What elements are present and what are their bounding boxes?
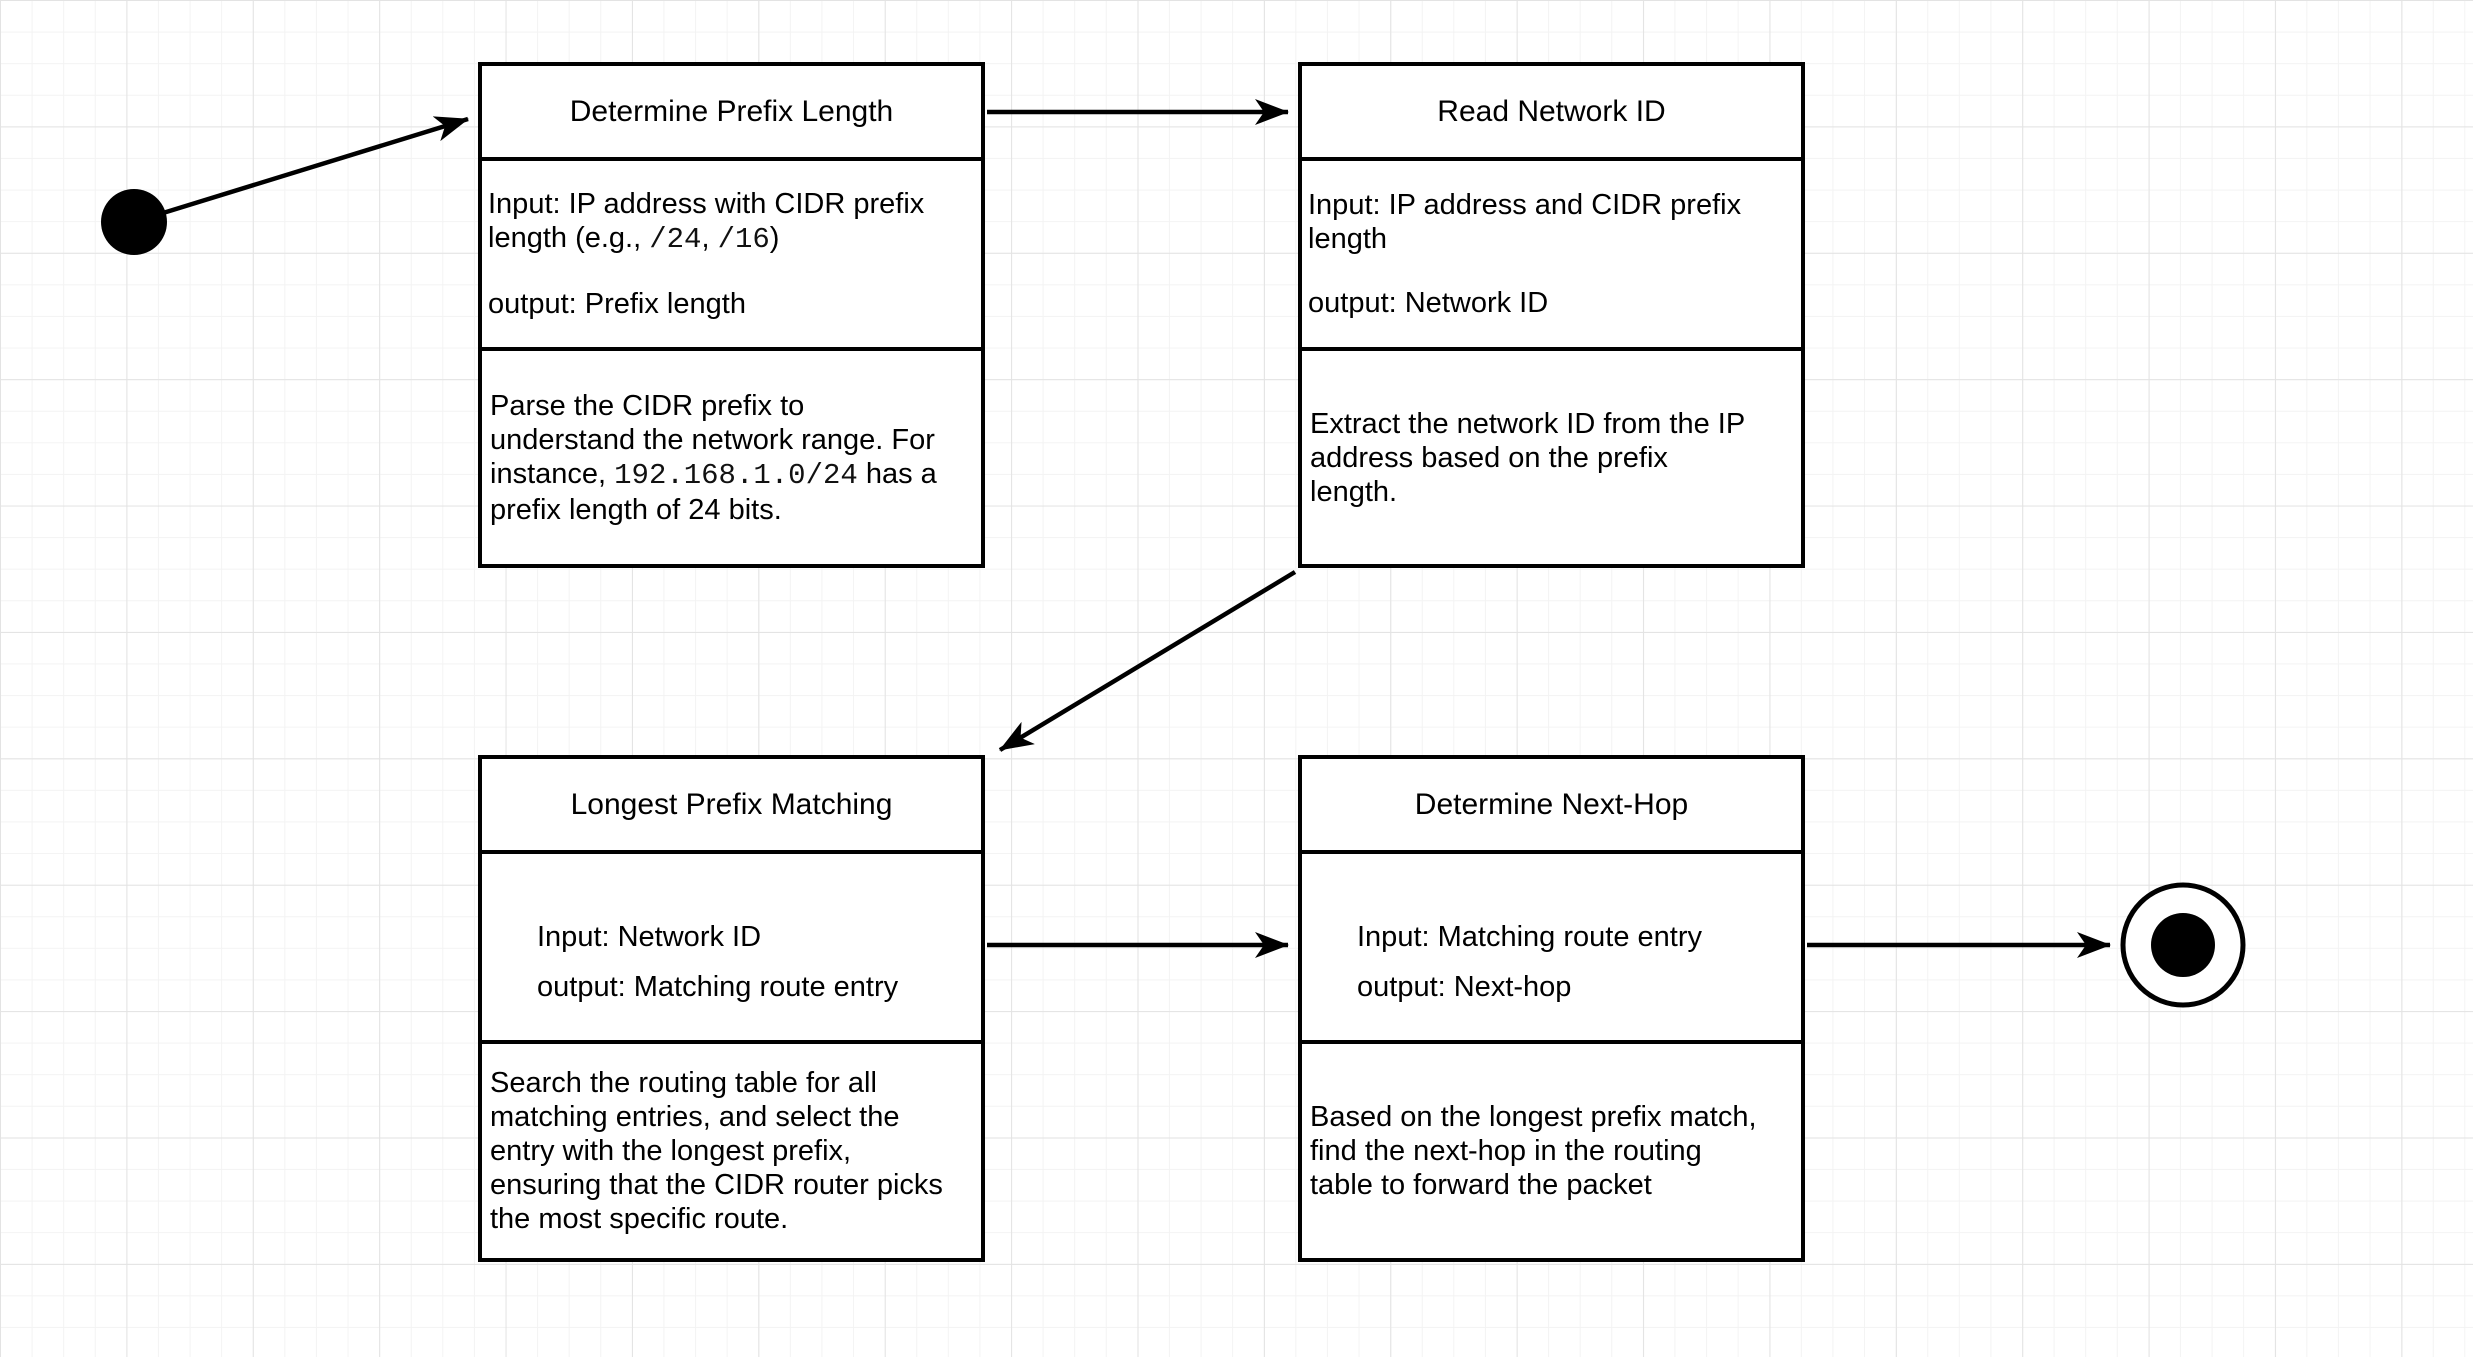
- box-io-section: Input: IP address with CIDR prefix lengt…: [482, 157, 981, 347]
- box-title-text: Read Network ID: [1437, 94, 1666, 128]
- box-io-section: Input: Network ID output: Matching route…: [482, 850, 981, 1040]
- box-io-section: Input: IP address and CIDR prefix length…: [1302, 157, 1801, 347]
- io-input-text: Input: IP address with CIDR prefix lengt…: [488, 188, 925, 254]
- box-description-section: Search the routing table for all matchin…: [482, 1040, 981, 1258]
- box-title: Determine Next-Hop: [1302, 759, 1801, 850]
- io-input-line: Input: IP address and CIDR prefix length: [1308, 189, 1742, 255]
- box-title-text: Longest Prefix Matching: [570, 787, 893, 821]
- description-segment: Parse the CIDR prefix to understand the …: [490, 389, 935, 490]
- activity-box-read-network-id[interactable]: Read Network ID Input: IP address and CI…: [1298, 62, 1805, 568]
- io-input-text: ): [769, 222, 780, 254]
- io-input-line: Input: Matching route entry: [1357, 921, 1702, 953]
- description-text: Search the routing table for all matchin…: [490, 1067, 943, 1235]
- io-input-mono: /24: [649, 223, 702, 256]
- box-title: Read Network ID: [1302, 66, 1801, 157]
- activity-box-determine-prefix-length[interactable]: Determine Prefix Length Input: IP addres…: [478, 62, 985, 568]
- io-input-mono: /16: [717, 223, 770, 256]
- io-output-line: output: Network ID: [1308, 287, 1549, 319]
- io-output-line: output: Prefix length: [488, 288, 746, 320]
- description-text: Based on the longest prefix match, find …: [1310, 1101, 1757, 1201]
- io-output-line: output: Next-hop: [1357, 971, 1572, 1003]
- box-description-section: Based on the longest prefix match, find …: [1302, 1040, 1801, 1258]
- box-title-text: Determine Prefix Length: [569, 94, 894, 128]
- edge-read-network-id-to-longest-prefix-matching[interactable]: [998, 570, 1297, 752]
- io-input-line: Input: Network ID: [537, 921, 762, 953]
- box-description-section: Extract the network ID from the IP addre…: [1302, 347, 1801, 564]
- box-description-section: Parse the CIDR prefix to understand the …: [482, 347, 981, 564]
- io-input-line: Input: IP address with CIDR prefix lengt…: [488, 187, 975, 257]
- activity-box-longest-prefix-matching[interactable]: Longest Prefix Matching Input: Network I…: [478, 755, 985, 1262]
- box-io-section: Input: Matching route entry output: Next…: [1302, 850, 1801, 1040]
- io-input-text: ,: [701, 222, 718, 254]
- activity-box-determine-next-hop[interactable]: Determine Next-Hop Input: Matching route…: [1298, 755, 1805, 1262]
- description-text: Extract the network ID from the IP addre…: [1310, 407, 1745, 508]
- edge-start-to-determine-prefix-length[interactable]: [162, 116, 469, 216]
- description-mono: 192.168.1.0/24: [614, 458, 858, 492]
- description-segment: has a prefix length of 24 bits.: [490, 457, 937, 526]
- description-text: Parse the CIDR prefix to understand the …: [490, 389, 945, 527]
- start-node[interactable]: [101, 189, 167, 255]
- box-title: Longest Prefix Matching: [482, 759, 981, 850]
- box-title-text: Determine Next-Hop: [1414, 787, 1689, 821]
- io-output-line: output: Matching route entry: [537, 971, 899, 1003]
- box-title: Determine Prefix Length: [482, 66, 981, 157]
- end-node-inner-dot: [2151, 913, 2215, 977]
